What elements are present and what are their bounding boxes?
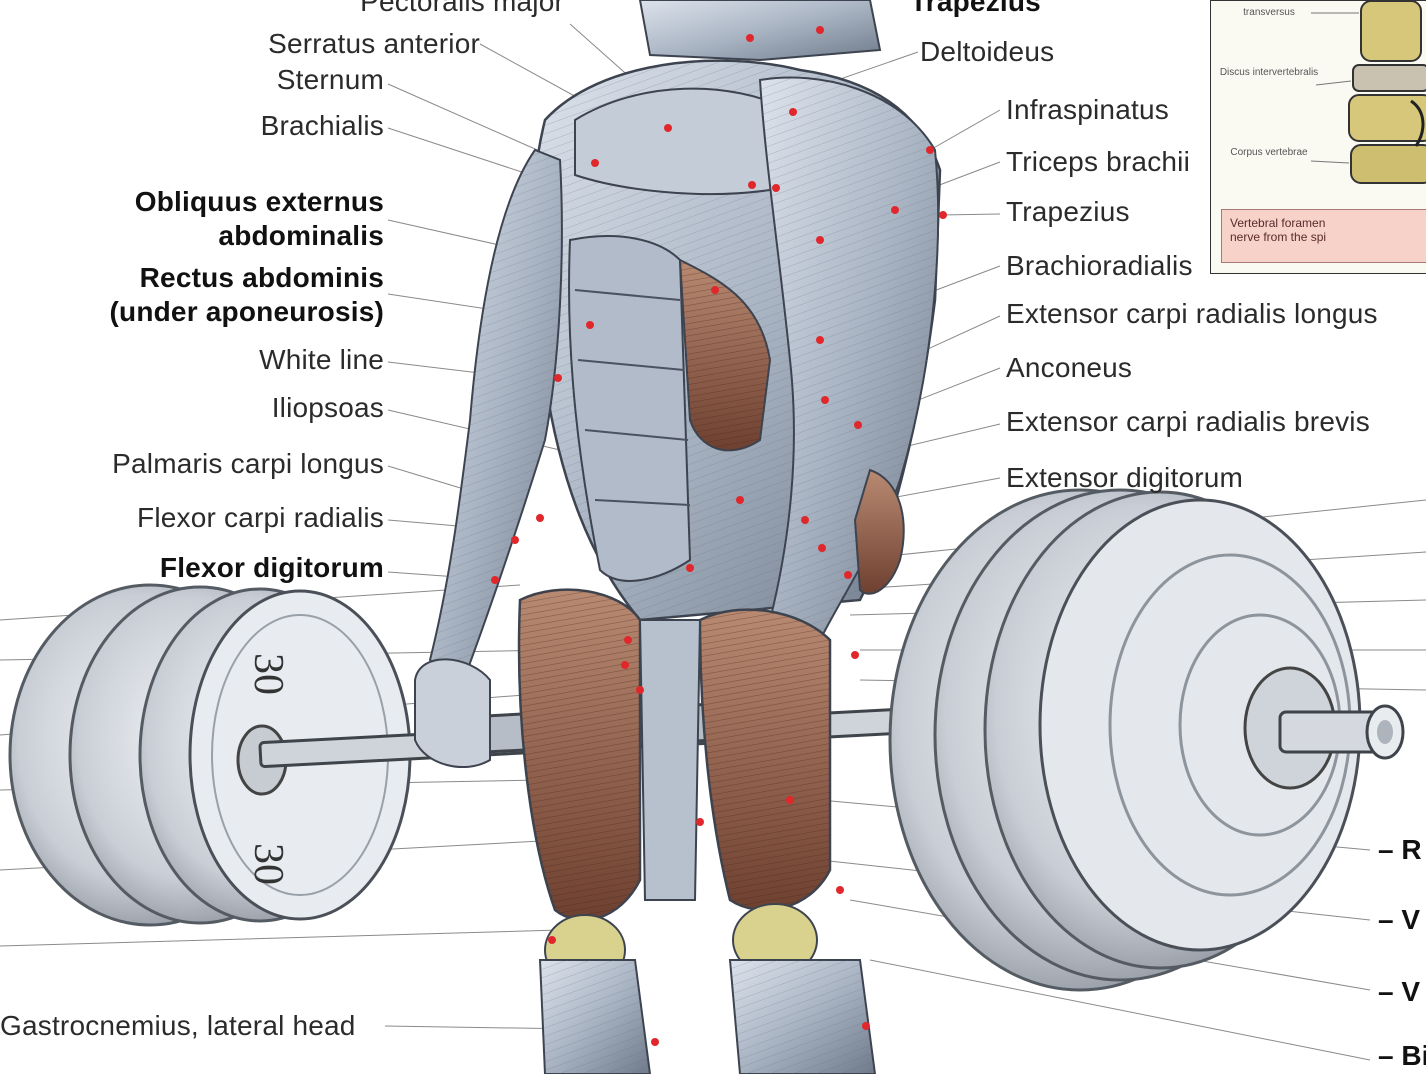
- label-edge-bi: – Bi: [1378, 1040, 1426, 1071]
- label-flexor-digitorum: Flexor digitorum: [159, 552, 384, 583]
- label-triceps-brachii: Triceps brachii: [1006, 146, 1191, 177]
- label-edge-r: – R: [1378, 834, 1422, 865]
- label-sternum: Sternum: [276, 64, 384, 95]
- inset-note-line1: Vertebral foramen: [1230, 216, 1326, 230]
- label-abdominalis: abdominalis: [218, 220, 384, 251]
- label-rectus-abdominis: Rectus abdominis: [139, 262, 384, 293]
- label-extensor-carpi-radialis-brevis: Extensor carpi radialis brevis: [1006, 406, 1370, 437]
- plate-number-bottom: 30: [245, 843, 291, 885]
- label-infraspinatus: Infraspinatus: [1006, 94, 1169, 125]
- label-iliopsoas: Iliopsoas: [271, 392, 384, 423]
- label-brachialis: Brachialis: [260, 110, 384, 141]
- vertebra-illustration: [1310, 1, 1426, 184]
- inset-note: Vertebral foramen nerve from the spi: [1221, 209, 1426, 263]
- label-gastrocnemius-lateral-head: Gastrocnemius, lateral head: [0, 1010, 356, 1041]
- vertebra-inset: transversus Discus intervertebralis Corp…: [1210, 0, 1426, 274]
- left-plates: 30 30: [8, 583, 412, 927]
- label-pectoralis-major: Pectoralis major: [360, 0, 564, 17]
- label-obliquus-externus: Obliquus externus: [134, 186, 384, 217]
- inset-label-transversus: transversus: [1243, 7, 1295, 18]
- label-edge-v2: – V: [1378, 976, 1421, 1007]
- label-under-aponeurosis: (under aponeurosis): [109, 296, 384, 327]
- label-trapezius-top: Trapezius: [910, 0, 1041, 17]
- plate-number-top: 30: [245, 653, 291, 695]
- label-brachioradialis: Brachioradialis: [1006, 250, 1193, 281]
- label-extensor-carpi-radialis-longus: Extensor carpi radialis longus: [1006, 298, 1378, 329]
- right-plates: [888, 488, 1405, 992]
- muscle-figure: [414, 0, 942, 1074]
- label-serratus-anterior: Serratus anterior: [268, 28, 480, 59]
- label-extensor-digitorum: Extensor digitorum: [1006, 462, 1244, 493]
- attachment-dots: [491, 26, 947, 1046]
- label-edge-v1: – V: [1378, 904, 1421, 935]
- label-trapezius: Trapezius: [1006, 196, 1130, 227]
- label-deltoideus: Deltoideus: [920, 36, 1055, 67]
- inset-label-corpus: Corpus vertebrae: [1230, 147, 1308, 158]
- label-anconeus: Anconeus: [1006, 352, 1133, 383]
- inset-note-line2: nerve from the spi: [1230, 230, 1327, 244]
- label-white-line: White line: [259, 344, 384, 375]
- label-palmaris-carpi-longus: Palmaris carpi longus: [112, 448, 384, 479]
- label-flexor-carpi-radialis: Flexor carpi radialis: [137, 502, 384, 533]
- inset-label-discus: Discus intervertebralis: [1219, 67, 1319, 78]
